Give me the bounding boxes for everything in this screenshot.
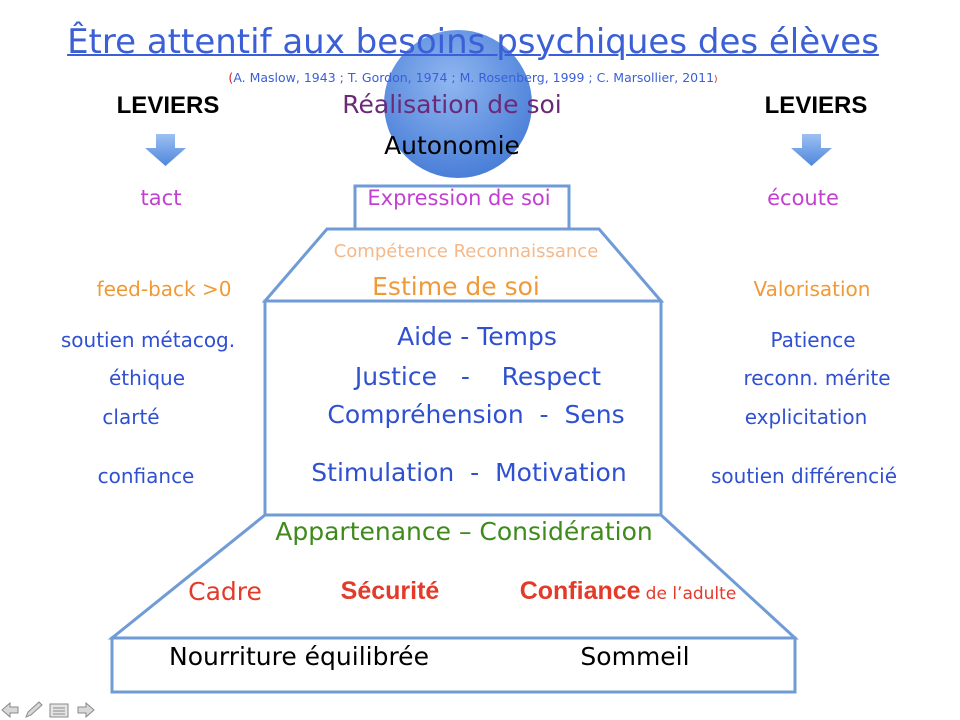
autonomie-label: Autonomie	[384, 131, 520, 160]
realisation-label: Réalisation de soi	[342, 90, 562, 119]
core-need: Compréhension - Sens	[327, 400, 625, 429]
estime-label: Estime de soi	[372, 272, 540, 301]
arrow-down-icon	[791, 134, 832, 166]
levers-left-heading: LEVIERS	[116, 92, 220, 119]
core-need: Stimulation - Motivation	[311, 458, 627, 487]
cadre-label: Cadre	[188, 577, 262, 606]
arrow-down-icon	[145, 134, 186, 166]
slide-title: Être attentif aux besoins psychiques des…	[67, 22, 879, 62]
securite-label: Sécurité	[340, 577, 440, 605]
lever-right-item: reconn. mérite	[743, 366, 891, 390]
references-text: A. Maslow, 1943 ; T. Gordon, 1974 ; M. R…	[233, 70, 715, 85]
lever-left-item: clarté	[102, 405, 160, 429]
appartenance-label: Appartenance – Considération	[275, 517, 653, 546]
lever-valorisation: Valorisation	[753, 277, 871, 301]
confiance-label: Confiance	[519, 577, 641, 605]
competence-label: Compétence Reconnaissance	[333, 241, 599, 262]
lever-right-item: Patience	[770, 328, 856, 352]
references-open: (	[228, 70, 234, 85]
core-need: Justice - Respect	[354, 362, 602, 391]
core-need: Aide - Temps	[397, 322, 557, 351]
lever-left-item: éthique	[108, 366, 186, 390]
slideshow-nav	[1, 701, 95, 719]
expression-label: Expression de soi	[367, 186, 551, 210]
menu-icon[interactable]	[49, 703, 69, 718]
lever-right-item: soutien différencié	[710, 464, 898, 488]
pen-icon[interactable]	[25, 701, 43, 718]
arrow-left-icon[interactable]	[1, 701, 19, 719]
lever-tact: tact	[140, 186, 182, 210]
lever-ecoute: écoute	[767, 186, 839, 210]
arrow-right-icon[interactable]	[77, 701, 95, 719]
confiance-group: Confiance de l’adulte	[520, 577, 737, 606]
references: (A. Maslow, 1943 ; T. Gordon, 1974 ; M. …	[228, 70, 717, 85]
nourriture-label: Nourriture équilibrée	[169, 642, 429, 671]
levers-right-heading: LEVIERS	[764, 92, 868, 119]
references-close: )	[714, 75, 718, 85]
lever-left-item: soutien métacog.	[60, 328, 236, 352]
sommeil-label: Sommeil	[580, 642, 690, 671]
expression-box	[353, 184, 571, 228]
adulte-label: de l’adulte	[645, 584, 737, 604]
summit-circle	[384, 30, 532, 178]
lever-left-item: confiance	[97, 464, 195, 488]
lever-feedback: feed-back >0	[96, 277, 232, 301]
lever-right-item: explicitation	[744, 405, 868, 429]
base-rectangle	[110, 636, 797, 694]
